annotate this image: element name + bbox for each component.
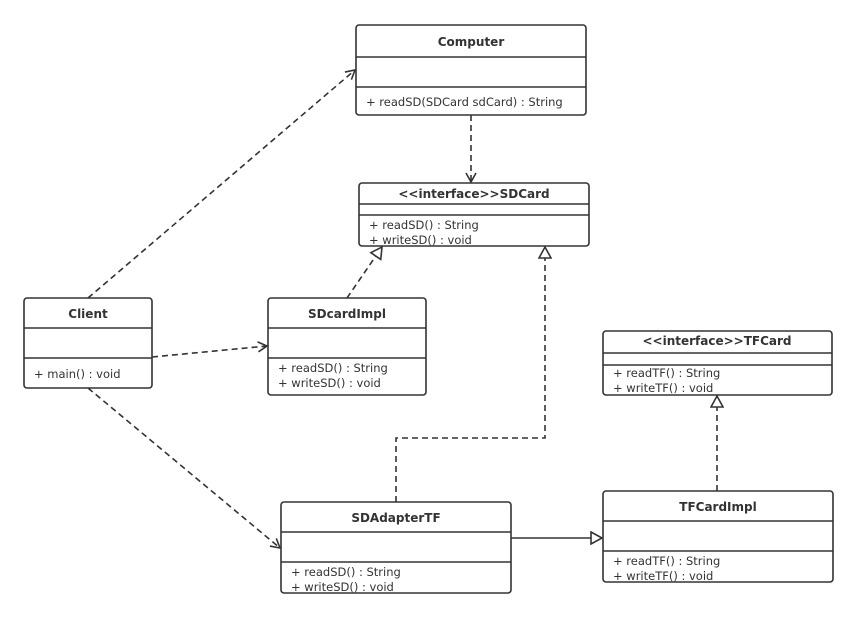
method: + readTF() : String — [613, 366, 720, 380]
interface-tfcard[interactable]: <<interface>>TFCard + readTF() : String … — [602, 330, 833, 396]
interface-sdcard[interactable]: <<interface>>SDCard + readSD() : String … — [358, 182, 590, 247]
method: + readSD() : String — [291, 565, 401, 579]
class-sdadaptertf[interactable]: SDAdapterTF + readSD() : String + writeS… — [280, 501, 512, 594]
method: + writeSD() : void — [278, 376, 381, 390]
method: + writeTF() : void — [613, 569, 713, 583]
realization-sdadaptertf-sdcard — [395, 247, 545, 502]
dependency-client-sdcardimpl — [151, 341, 269, 358]
method: + readSD(SDCard sdCard) : String — [366, 95, 563, 109]
dependency-client-sdadaptertf — [87, 387, 282, 550]
method: + writeSD() : void — [291, 580, 394, 594]
class-tfcardimpl[interactable]: TFCardImpl + readTF() : String + writeTF… — [602, 490, 834, 583]
method: + readTF() : String — [613, 554, 720, 568]
class-name: TFCardImpl — [679, 500, 756, 514]
method: + writeSD() : void — [369, 233, 472, 247]
class-computer[interactable]: Computer + readSD(SDCard sdCard) : Strin… — [355, 24, 587, 116]
method: + readSD() : String — [278, 361, 388, 375]
realization-sdcardimpl-sdcard — [346, 247, 382, 299]
method: + writeTF() : void — [613, 381, 713, 395]
class-name: <<interface>>TFCard — [642, 334, 791, 348]
class-sdcardimpl[interactable]: SDcardImpl + readSD() : String + writeSD… — [267, 297, 427, 396]
edges — [87, 68, 717, 550]
dependency-client-computer — [87, 68, 357, 299]
class-name: Client — [68, 307, 108, 321]
class-name: <<interface>>SDCard — [398, 187, 549, 201]
method: + readSD() : String — [369, 218, 479, 232]
method: + main() : void — [34, 367, 121, 381]
class-name: Computer — [438, 35, 505, 49]
class-name: SDcardImpl — [308, 307, 386, 321]
class-client[interactable]: Client + main() : void — [23, 297, 153, 389]
class-name: SDAdapterTF — [351, 511, 440, 525]
